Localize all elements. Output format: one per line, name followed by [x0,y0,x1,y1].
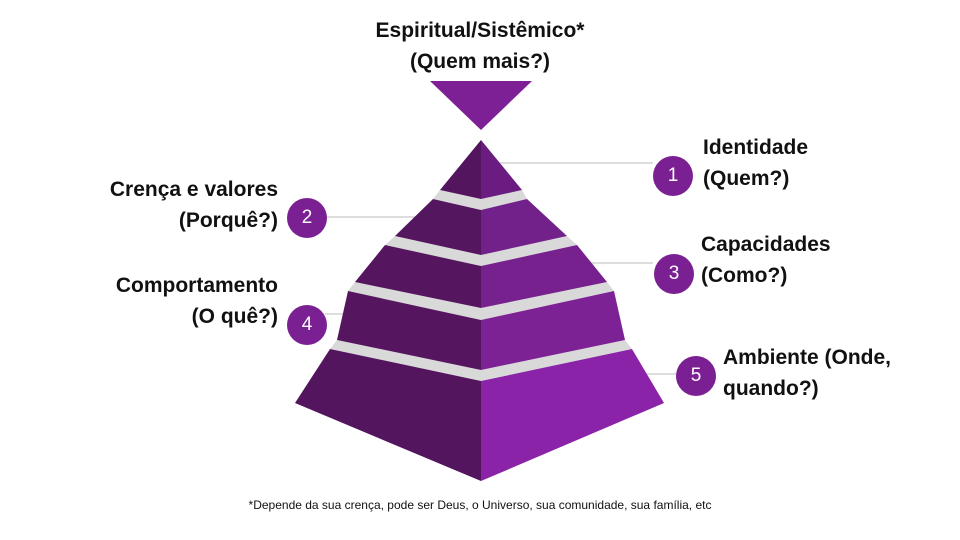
level-3-label: Capacidades (Como?) [701,229,831,291]
top-level-label: Espiritual/Sistêmico* (Quem mais?) [330,15,630,77]
top-level-title: Espiritual/Sistêmico* [375,19,585,42]
gap-band-3 [348,282,614,320]
level-3-subtitle: (Como?) [701,264,788,287]
tier-3-right-face [481,245,607,308]
level-4-subtitle: (O quê?) [191,305,278,328]
level-5-badge: 5 [676,356,716,396]
tier-1-left-face [440,140,481,199]
level-5-subtitle: quando?) [723,377,819,400]
tier-5-left-face [295,349,481,481]
level-1-badge: 1 [653,156,693,196]
tier-2-left-face [395,199,481,255]
top-level-subtitle: (Quem mais?) [409,50,551,73]
tier-4-right-face [481,291,625,370]
level-1-subtitle: (Quem?) [703,167,790,190]
level-5-title: Ambiente (Onde, [723,346,892,369]
top-inverted-triangle [430,81,532,130]
level-3-badge: 3 [654,254,694,294]
level-1-label: Identidade (Quem?) [703,132,808,194]
level-5-label: Ambiente (Onde, quando?) [723,342,891,404]
level-2-title: Crença e valores [109,178,278,201]
level-3-title: Capacidades [701,233,831,256]
level-2-badge: 2 [287,198,327,238]
footnote: *Depende da sua crença, pode ser Deus, o… [248,498,712,512]
level-4-badge: 4 [287,305,327,345]
tier-3-left-face [355,245,481,308]
level-2-subtitle: (Porquê?) [178,209,278,232]
level-4-title: Comportamento [115,274,278,297]
level-1-title: Identidade [703,136,809,159]
tier-2-right-face [481,199,567,255]
tier-5-right-face [481,349,664,481]
level-2-label: Crença e valores (Porquê?) [40,174,278,236]
tier-4-left-face [337,291,481,370]
gap-band-2 [385,236,577,266]
tier-1-right-face [481,140,522,199]
level-4-label: Comportamento (O quê?) [40,270,278,332]
gap-band-4 [330,340,632,381]
gap-band-1 [433,190,527,210]
